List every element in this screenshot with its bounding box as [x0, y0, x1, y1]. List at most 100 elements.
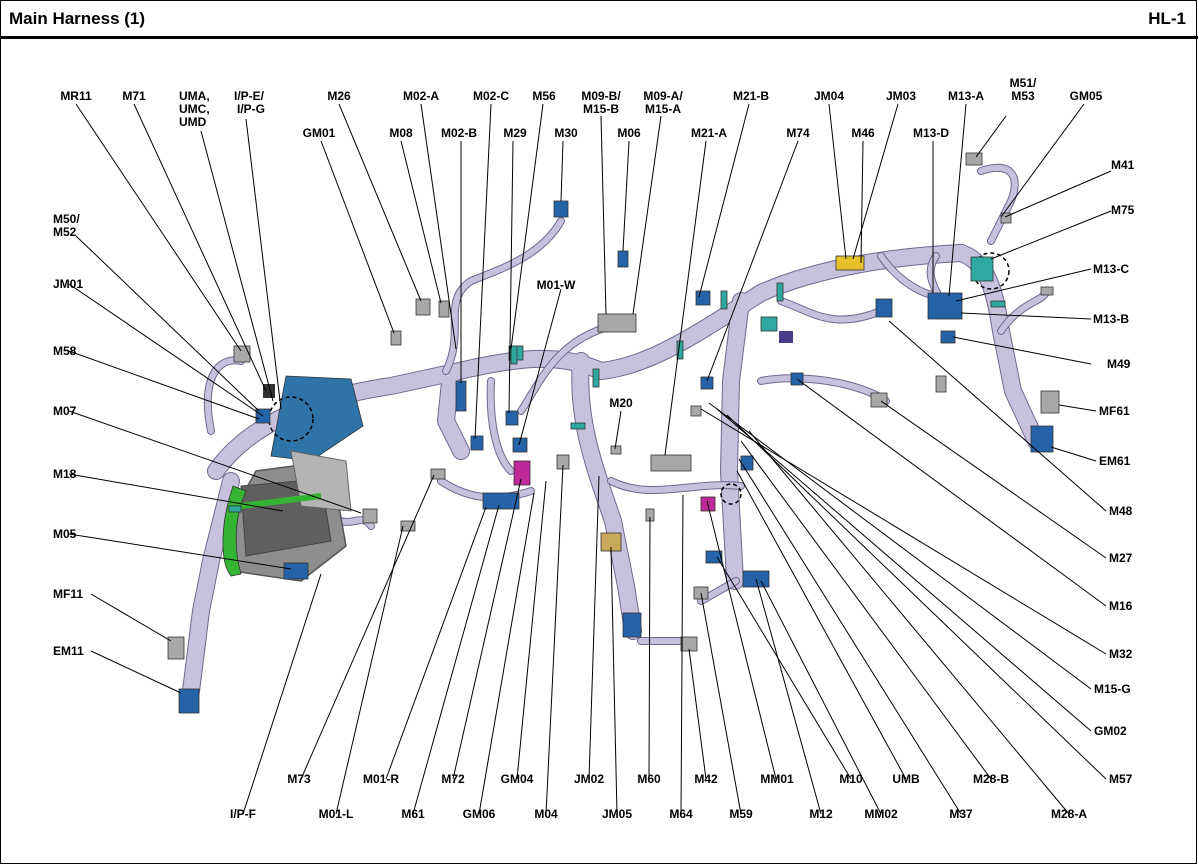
connector-mf11 [167, 636, 185, 660]
label-m59: M59 [729, 807, 753, 821]
label-m18: M18 [53, 467, 77, 481]
label-jm02: JM02 [574, 772, 604, 786]
label-jm01: JM01 [53, 277, 83, 291]
connector-m05 [283, 562, 309, 580]
label-m37: M37 [949, 807, 973, 821]
label-gm01: GM01 [303, 126, 336, 140]
page-code: HL-1 [1148, 9, 1186, 28]
label-m09a: M09-A/ [643, 89, 683, 103]
label-m46: M46 [851, 126, 875, 140]
label-m72: M72 [441, 772, 465, 786]
label-m02c: M02-C [473, 89, 509, 103]
label-m75: M75 [1111, 203, 1135, 217]
label-umb: UMB [892, 772, 920, 786]
connector-m01l [400, 520, 416, 532]
label-jm03: JM03 [886, 89, 916, 103]
label-m16: M16 [1109, 599, 1133, 613]
label-m29: M29 [503, 126, 527, 140]
label-m48: M48 [1109, 504, 1133, 518]
label-mm01: MM01 [760, 772, 794, 786]
label-m01l: M01-L [319, 807, 354, 821]
label-m51: M51/ [1010, 76, 1037, 90]
label-m60: M60 [637, 772, 661, 786]
label-m28a: M28-A [1051, 807, 1087, 821]
label-m05: M05 [53, 527, 77, 541]
label-m15b: M15-B [583, 102, 619, 116]
label-gm06: GM06 [463, 807, 496, 821]
label-m50: M50/ [53, 212, 80, 226]
label-mr11: MR11 [60, 89, 92, 103]
label-m32: M32 [1109, 647, 1133, 661]
connector-m21a [650, 454, 692, 472]
label-m09b: M09-B/ [581, 89, 621, 103]
label-m10: M10 [839, 772, 863, 786]
connector-m10 [705, 550, 723, 564]
connector-em11 [178, 688, 200, 714]
connector-m74b [760, 316, 778, 332]
connector-m08 [438, 300, 450, 318]
connector-m48 [870, 392, 888, 408]
page-header: Main Harness (1) HL-1 [1, 1, 1198, 39]
label-m20: M20 [609, 396, 633, 410]
label-m13b: M13-B [1093, 312, 1129, 326]
connector-m26 [415, 298, 431, 316]
label-m01w: M01-W [537, 278, 576, 292]
label-ipg: I/P-G [237, 102, 265, 116]
callout-labels: MR11 M71 UMA, UMC, UMD I/P-E/ I/P-G M26 … [53, 76, 1135, 821]
label-em11: EM11 [53, 644, 84, 658]
label-m30: M30 [554, 126, 578, 140]
connector-m20 [610, 445, 622, 455]
label-m13a: M13-A [948, 89, 984, 103]
connector-m02c [470, 435, 484, 451]
label-m53: M53 [1011, 89, 1035, 103]
connector-m16 [779, 331, 793, 343]
connector-m60 [622, 612, 642, 638]
connector-em61 [1030, 425, 1054, 453]
connector-m09 [597, 313, 637, 333]
label-m21a: M21-A [691, 126, 727, 140]
label-jm05: JM05 [602, 807, 632, 821]
label-m02a: M02-A [403, 89, 439, 103]
label-m06: M06 [617, 126, 641, 140]
label-m52: M52 [53, 225, 77, 239]
label-m15g: M15-G [1094, 682, 1131, 696]
connector-m61 [482, 492, 520, 510]
label-umd: UMD [179, 115, 207, 129]
label-m26: M26 [327, 89, 351, 103]
label-jm04: JM04 [814, 89, 844, 103]
label-m08: M08 [389, 126, 413, 140]
connector-m01w [512, 437, 528, 453]
label-m61: M61 [401, 807, 425, 821]
label-m13c: M13-C [1093, 262, 1129, 276]
connector-m46 [875, 298, 893, 318]
label-m15a: M15-A [645, 102, 681, 116]
body-control-module [222, 375, 364, 582]
label-m12: M12 [809, 807, 833, 821]
connector-jm04 [835, 255, 865, 271]
label-m41: M41 [1111, 158, 1135, 172]
label-m74: M74 [786, 126, 810, 140]
leader-lines [68, 103, 1112, 815]
connector-m32 [690, 405, 702, 417]
connector-m42 [680, 636, 698, 652]
label-mf11: MF11 [53, 587, 83, 601]
label-ipe: I/P-E/ [234, 89, 265, 103]
label-m49: M49 [1107, 357, 1131, 371]
label-mf61: MF61 [1099, 404, 1130, 418]
connector-mr11 [233, 345, 251, 363]
connector-m73 [430, 468, 446, 480]
page-title: Main Harness (1) [9, 9, 146, 28]
label-m42: M42 [694, 772, 718, 786]
label-gm05: GM05 [1070, 89, 1103, 103]
connector-m29 [505, 410, 519, 426]
connector-m71 [263, 384, 275, 398]
label-m58: M58 [53, 344, 77, 358]
dashed-callout-circles [268, 252, 1010, 505]
label-m13d: M13-D [913, 126, 949, 140]
label-umc: UMC, [179, 102, 210, 116]
connector-m37 [740, 455, 754, 471]
label-m56: M56 [532, 89, 556, 103]
connector-gm05 [1040, 286, 1054, 296]
label-m57: M57 [1109, 772, 1133, 786]
